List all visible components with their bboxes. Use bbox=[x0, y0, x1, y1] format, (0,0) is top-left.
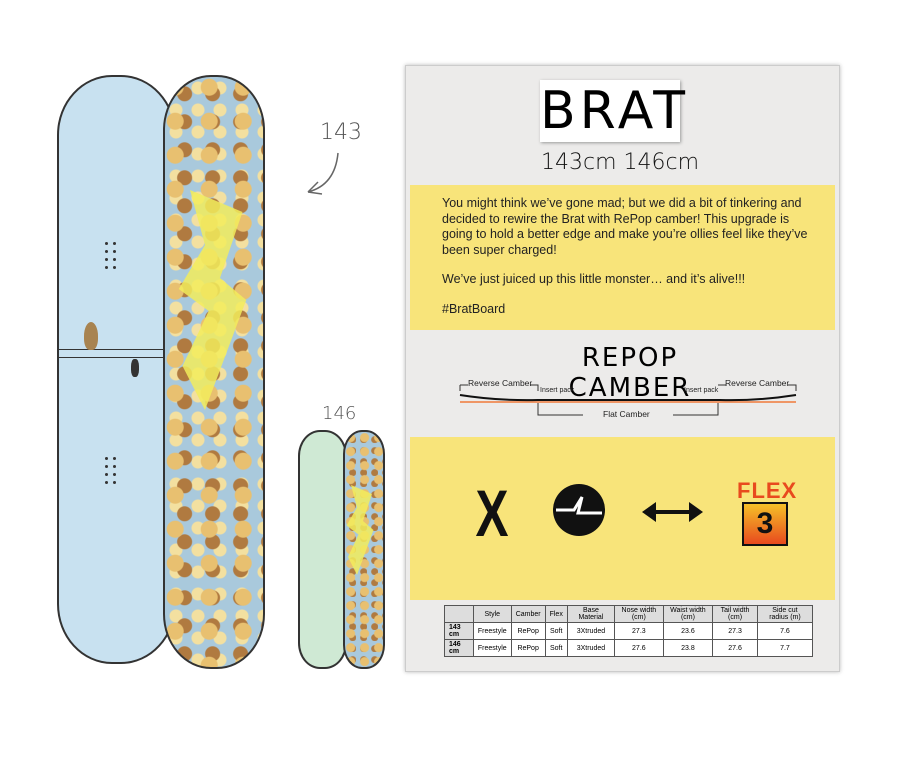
insert-holes bbox=[105, 457, 117, 484]
insert-holes bbox=[105, 242, 117, 269]
reverse-camber-right-label: Reverse Camber bbox=[725, 378, 790, 388]
reverse-camber-left-label: Reverse Camber bbox=[468, 378, 533, 388]
description-paragraph: You might think we’ve gone mad; but we d… bbox=[442, 196, 808, 257]
board-146-top bbox=[298, 430, 347, 669]
hashtag: #BratBoard bbox=[442, 301, 506, 316]
product-title: BRAT bbox=[540, 80, 689, 142]
description-band bbox=[410, 185, 835, 330]
arrow-pointer-icon bbox=[307, 152, 339, 195]
insert-pack-right-label: Insert pack bbox=[684, 387, 719, 394]
size-label-146: 146 bbox=[322, 403, 357, 424]
bat-graphic bbox=[131, 359, 139, 377]
camber-title: REPOP CAMBER bbox=[568, 343, 692, 403]
x-style-icon: X bbox=[475, 476, 509, 550]
flat-camber-label: Flat Camber bbox=[603, 409, 650, 419]
camber-diagram bbox=[459, 384, 797, 416]
description-paragraph: We’ve just juiced up this little monster… bbox=[442, 272, 746, 286]
bird-graphic bbox=[84, 322, 98, 350]
insert-pack-left-label: Insert pack bbox=[540, 387, 575, 394]
size-label-143: 143 bbox=[320, 120, 362, 145]
repop-circle-icon bbox=[553, 484, 605, 536]
description: You might think we’ve gone mad; but we d… bbox=[442, 196, 812, 331]
board-143-top bbox=[57, 75, 176, 664]
flex-label: FLEX bbox=[737, 478, 798, 503]
flex-rating-icon: 3 bbox=[742, 502, 788, 546]
size-list: 143cm 146cm bbox=[540, 150, 700, 175]
double-arrow-icon bbox=[642, 502, 703, 522]
